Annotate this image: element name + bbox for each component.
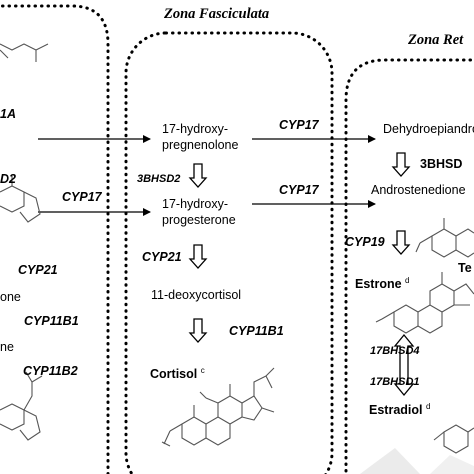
testosterone-structure: [415, 218, 474, 258]
compound-17-hydroxyprogesterone: 17-hydroxy- progesterone: [162, 197, 236, 227]
enzyme-label-cyp19: CYP19: [345, 235, 385, 249]
enzyme-label-1a: 1A: [0, 107, 16, 121]
estrone-structure: [375, 272, 474, 334]
left-steroid-fragment-bottom: [0, 371, 43, 441]
compound-androstenedione: Androstenedione: [371, 183, 466, 197]
enzyme-label-cyp17-bottom: CYP17: [279, 183, 319, 197]
enzyme-label-cyp21-left: CYP21: [18, 263, 58, 277]
compound-dhea: Dehydroepiandroc: [383, 122, 474, 136]
enzyme-label-d2: D2: [0, 172, 16, 186]
compound-label-ne: ne: [0, 340, 14, 354]
left-zone-border: [0, 4, 110, 474]
enzyme-label-cyp17-top: CYP17: [279, 118, 319, 132]
compound-cortisol: Cortisol c: [150, 366, 205, 382]
compound-17-hydroxypregnenolone: 17-hydroxy- pregnenolone: [162, 122, 239, 152]
hollow-double-arrow-17bhsd: [393, 333, 415, 397]
watermark: [360, 448, 474, 474]
hollow-arrow-3bhsd2: [188, 163, 208, 188]
side-chain-structure: [0, 43, 49, 62]
compound-estrone: Estrone d: [355, 276, 410, 292]
estradiol-structure: [433, 424, 474, 454]
zone-fasciculata-title: Zona Fasciculata: [164, 6, 270, 22]
enzyme-label-3bhsd2: 3BHSD2: [137, 173, 181, 185]
hollow-arrow-cyp11b1: [188, 318, 208, 343]
compound-estradiol: Estradiol d: [369, 402, 431, 418]
enzyme-label-3bhsd: 3BHSD: [420, 157, 463, 171]
compound-11-deoxycortisol: 11-deoxycortisol: [151, 288, 242, 302]
fasciculata-zone-border: [124, 31, 334, 474]
hollow-arrow-cyp19: [391, 230, 411, 255]
compound-testosterone-partial: Te: [458, 261, 472, 275]
zone-reticularis-title: Zona Ret: [408, 32, 464, 48]
reticularis-zone-border: [344, 58, 474, 474]
left-steroid-fragment-top: [0, 176, 41, 223]
compound-label-one: one: [0, 290, 21, 304]
enzyme-label-cyp11b2: CYP11B2: [23, 364, 78, 378]
hollow-arrow-cyp21: [188, 244, 208, 269]
cortisol-structure: [161, 367, 275, 447]
enzyme-label-cyp17-left: CYP17: [62, 190, 102, 204]
enzyme-label-cyp11b1-left: CYP11B1: [24, 314, 79, 328]
hollow-arrow-3bhsd: [391, 152, 411, 177]
enzyme-label-cyp21: CYP21: [142, 250, 182, 264]
enzyme-label-cyp11b1: CYP11B1: [229, 324, 284, 338]
enzyme-label-17bhsd4: 17BHSD4: [370, 345, 420, 357]
enzyme-label-17bhsd1: 17BHSD1: [370, 376, 420, 388]
